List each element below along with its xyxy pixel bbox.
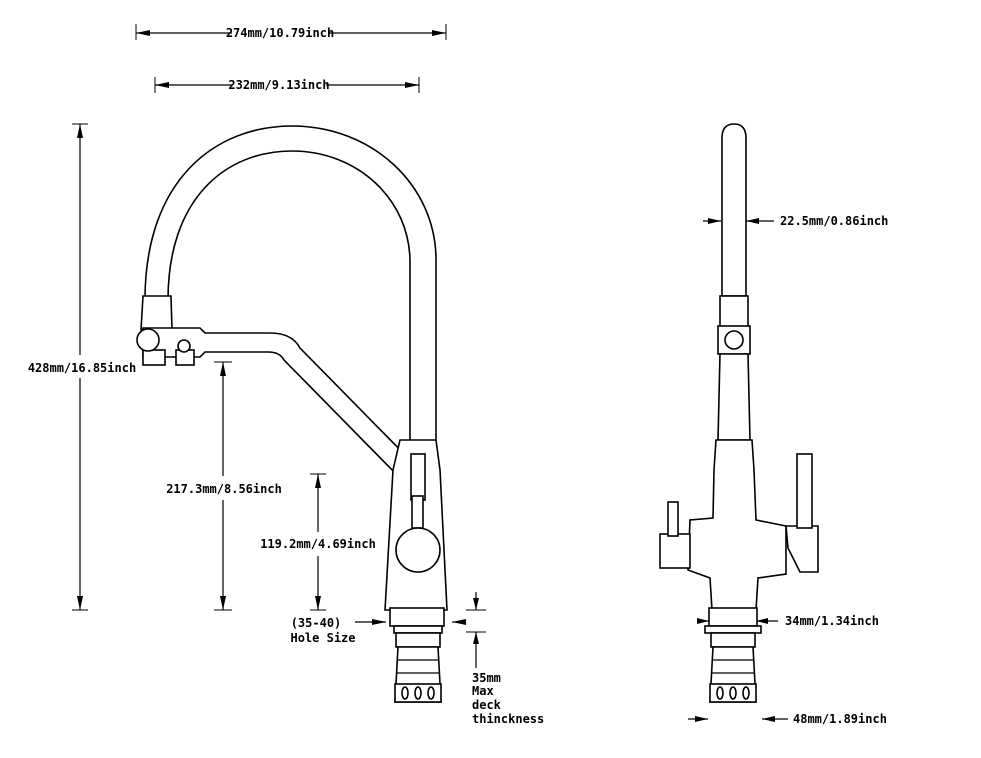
front-deck-gasket <box>704 625 762 634</box>
shank-width-dimension: 48mm/1.89inch <box>688 712 887 726</box>
front-spout-collar <box>719 295 749 329</box>
hole-size-label: Hole Size <box>290 631 355 645</box>
body-height-label: 119.2mm/4.69inch <box>260 537 376 551</box>
shank-slot-2 <box>414 686 422 700</box>
spout-diameter-dimension: 22.5mm/0.86inch <box>703 214 888 228</box>
front-lower-tube <box>717 353 751 441</box>
base-diameter-dimension: 34mm/1.34inch <box>697 614 879 628</box>
front-pivot-circle <box>724 330 744 350</box>
front-left-handle <box>659 533 691 569</box>
front-shank-slot-1 <box>716 686 724 700</box>
mounting-nut <box>395 632 441 648</box>
faucet-side-view <box>136 125 448 703</box>
overall-height-dimension: 428mm/16.85inch <box>28 123 136 611</box>
front-mounting-nut <box>710 632 756 648</box>
shank-slot-1 <box>401 686 409 700</box>
gooseneck-inner <box>167 150 411 440</box>
spray-nozzle <box>142 349 166 366</box>
reach-label: 232mm/9.13inch <box>228 78 329 92</box>
mixer-knob <box>395 527 441 573</box>
front-spout-tube <box>721 123 747 297</box>
spout-diameter-label: 22.5mm/0.86inch <box>780 214 888 228</box>
deck-line4-label: thinckness <box>472 712 544 726</box>
front-shank-slot-2 <box>729 686 737 700</box>
front-shank-slot-3 <box>742 686 750 700</box>
deck-line2-label: Max <box>472 684 494 698</box>
deck-thickness-dimension: 35mm Max deck thinckness <box>466 592 544 726</box>
base-diameter-label: 34mm/1.34inch <box>785 614 879 628</box>
front-left-handle-stem <box>667 501 679 537</box>
gooseneck-outer <box>144 125 437 440</box>
body-height-dimension: 119.2mm/4.69inch <box>260 473 376 611</box>
hole-size-range-label: (35-40) <box>291 616 342 630</box>
deck-line3-label: deck <box>472 698 502 712</box>
pivot-small-circle <box>177 339 191 353</box>
reach-dimension: 232mm/9.13inch <box>154 77 420 93</box>
deck-line1-label: 35mm <box>472 671 501 685</box>
shank-slot-3 <box>427 686 435 700</box>
spout-height-label: 217.3mm/8.56inch <box>166 482 282 496</box>
front-base-ring <box>708 607 758 627</box>
filter-lever-stem <box>411 495 424 529</box>
front-body <box>687 439 787 611</box>
filter-lever <box>410 453 426 501</box>
spout-height-dimension: 217.3mm/8.56inch <box>166 361 282 611</box>
pivot-circle <box>136 328 160 352</box>
deck-gasket <box>393 625 443 634</box>
spray-head-collar <box>140 295 173 331</box>
base-ring <box>389 607 445 627</box>
front-right-lever-stem <box>796 453 813 529</box>
front-right-lever <box>785 525 819 573</box>
overall-width-dimension: 274mm/10.79inch <box>135 24 447 40</box>
faucet-front-view <box>659 123 819 703</box>
shank-width-label: 48mm/1.89inch <box>793 712 887 726</box>
hole-size-dimension: (35-40) Hole Size <box>290 616 466 645</box>
overall-height-label: 428mm/16.85inch <box>28 361 136 375</box>
overall-width-label: 274mm/10.79inch <box>226 26 334 40</box>
